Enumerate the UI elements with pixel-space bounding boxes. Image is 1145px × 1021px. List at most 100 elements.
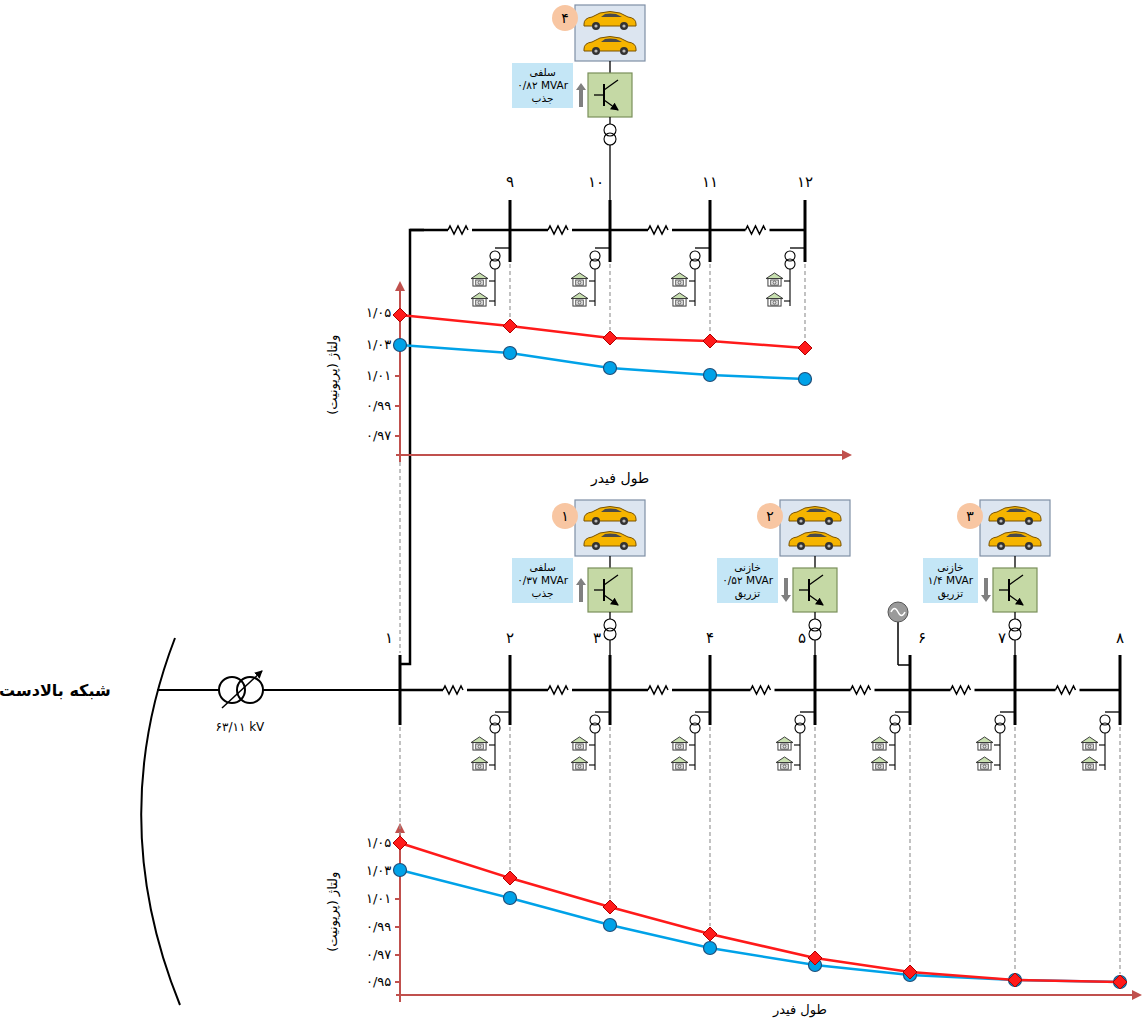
- bus-bar: [709, 200, 712, 262]
- resistor-symbol: [443, 686, 463, 694]
- reactive-power-box: سلفی۰/۸۲ MVArجذب: [512, 63, 573, 108]
- axis-tick: [395, 954, 400, 956]
- guide-line: [1119, 727, 1120, 974]
- house-icon: [571, 273, 588, 286]
- load-tap: [495, 247, 510, 248]
- axis-tick: [395, 926, 400, 928]
- text-label: طول فیدر: [773, 1002, 827, 1018]
- load-tap: [489, 280, 495, 281]
- box-text: جذب: [517, 587, 568, 600]
- ev-link: [609, 145, 610, 200]
- guide-line: [399, 462, 400, 653]
- load-tap: [689, 744, 695, 745]
- house-icon: [976, 757, 993, 770]
- load-tap: [800, 711, 815, 712]
- voltage-marker: [394, 339, 407, 352]
- reactive-power-box: سلفی۰/۳۷ MVArجذب: [512, 558, 573, 603]
- car-icon: [789, 532, 841, 551]
- text-label: ۷: [998, 629, 1006, 647]
- feeder-line: [770, 229, 806, 232]
- car-icon: [584, 12, 636, 31]
- voltage-marker: [704, 942, 717, 955]
- house-icon: [776, 757, 793, 770]
- transformer-symbol: [604, 133, 616, 145]
- axis-tick: [395, 981, 400, 983]
- feeder-line: [572, 689, 610, 692]
- igbt-symbol: [604, 575, 618, 585]
- x-axis: [396, 454, 850, 456]
- transformer-symbol: [809, 628, 821, 640]
- bus-bar: [399, 655, 402, 725]
- car-icon: [989, 532, 1041, 551]
- load-tap: [895, 711, 910, 712]
- converter-box: [588, 73, 632, 117]
- load-tap: [695, 247, 710, 248]
- resistor-symbol: [648, 226, 668, 234]
- voltage-marker: [1114, 976, 1127, 989]
- parking-box: [980, 500, 1050, 556]
- load-tap: [695, 711, 710, 712]
- power-arrow: [576, 578, 586, 602]
- house-icon: [776, 737, 793, 750]
- bus-bar: [814, 655, 817, 725]
- voltage-marker: [504, 892, 517, 905]
- igbt-symbol: [1009, 575, 1023, 585]
- feeder-line: [610, 689, 648, 692]
- red-curve: [400, 843, 1120, 982]
- text-label: ۰/۹۹: [366, 919, 391, 935]
- load-tap: [489, 744, 495, 745]
- ev-link: [1014, 612, 1015, 619]
- load-tap: [495, 711, 510, 712]
- feeder-line: [467, 689, 510, 692]
- power-arrow: [781, 578, 791, 602]
- feeder-line: [975, 689, 1016, 692]
- voltage-marker: [393, 308, 407, 322]
- text-label: ۶: [918, 629, 926, 647]
- house-icon: [471, 737, 488, 750]
- ev-link: [609, 640, 610, 655]
- axis-tick: [395, 435, 400, 437]
- transformer-symbol: [490, 723, 500, 733]
- load-tap: [595, 247, 610, 248]
- reactive-power-box: خازنی۱/۴ MVArتزریق: [923, 558, 978, 603]
- axis-title: ولتاژ (پریونیت): [325, 335, 341, 415]
- upstream-boundary: [141, 638, 180, 1005]
- callout-number: ۴: [552, 5, 578, 31]
- igbt-symbol: [594, 589, 604, 590]
- converter-box: [993, 568, 1037, 612]
- axis-title: ولتاژ (پریونیت): [325, 872, 341, 952]
- feeder-line: [672, 689, 710, 692]
- house-icon: [766, 273, 783, 286]
- axis-tick: [395, 898, 400, 900]
- blue-curve: [400, 870, 1120, 982]
- load-tap: [589, 744, 595, 745]
- transformer-symbol: [690, 723, 700, 733]
- car-icon: [789, 507, 841, 526]
- load-tap: [1099, 744, 1105, 745]
- callout-number: ۳: [957, 503, 983, 529]
- text-label: ۱/۰۵: [366, 835, 391, 851]
- load-tap: [1099, 764, 1105, 765]
- voltage-marker: [603, 331, 617, 345]
- text-label: ۱۰: [588, 173, 604, 191]
- bus-bar: [609, 200, 612, 262]
- box-text: جذب: [517, 92, 568, 105]
- load-tap: [794, 764, 800, 765]
- house-icon: [571, 757, 588, 770]
- box-text: خازنی: [722, 561, 773, 574]
- feeder-line: [710, 689, 751, 692]
- transformer-symbol: [490, 259, 500, 269]
- load-tap: [1105, 711, 1120, 712]
- feeder-line: [157, 689, 219, 691]
- load-tap: [589, 764, 595, 765]
- box-text: ۱/۴ MVAr: [928, 574, 973, 587]
- feeder-line: [400, 230, 424, 664]
- guide-line: [609, 727, 610, 899]
- dg-link: [898, 664, 910, 666]
- house-icon: [671, 293, 688, 306]
- guide-line: [399, 727, 400, 835]
- text-label: ۱/۰۵: [366, 305, 391, 321]
- text-label: ۱/۰۳: [366, 337, 391, 353]
- guide-line: [909, 727, 910, 964]
- load-tap: [784, 280, 790, 281]
